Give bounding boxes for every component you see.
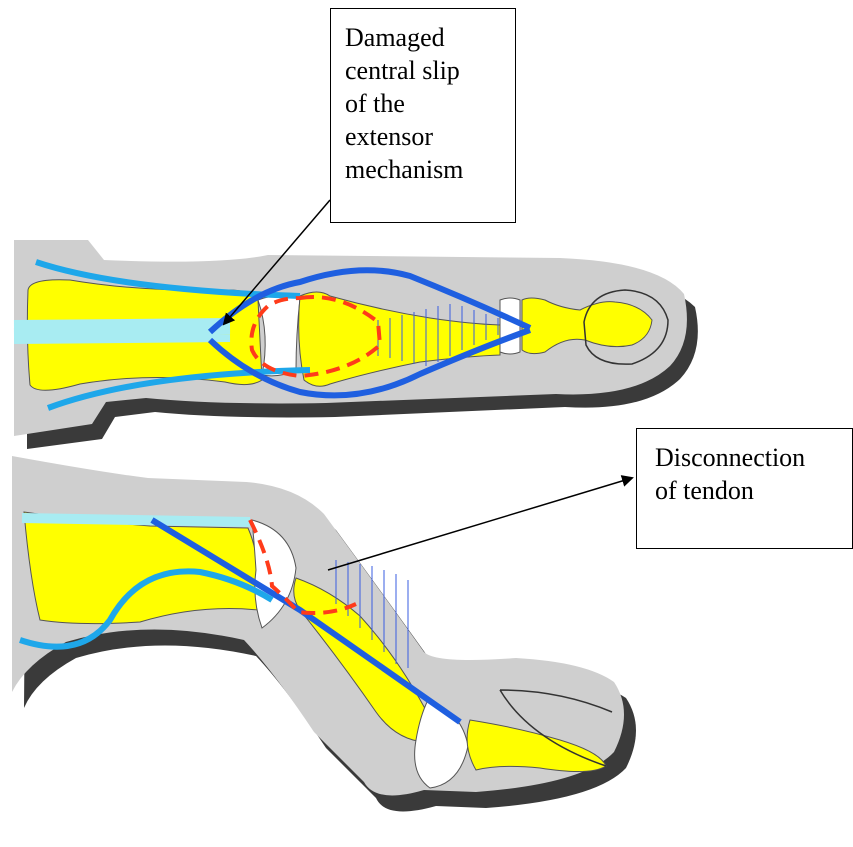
tendon-light-dorsal bbox=[14, 326, 230, 336]
label-line: Disconnection bbox=[655, 441, 852, 474]
label-damaged-central-slip: Damaged central slip of the extensor mec… bbox=[330, 8, 516, 223]
tendon-light-lateral bbox=[22, 518, 250, 522]
label-line: mechanism bbox=[345, 153, 515, 186]
finger-lateral-view bbox=[12, 456, 636, 811]
dip-joint-cartilage bbox=[500, 298, 520, 354]
label-disconnection-of-tendon: Disconnection of tendon bbox=[636, 428, 853, 549]
label-line: central slip bbox=[345, 54, 515, 87]
arrow-to-disconnection bbox=[328, 478, 632, 570]
proximal-phalanx-lateral bbox=[24, 512, 259, 624]
finger-dorsal-view bbox=[14, 240, 698, 449]
label-line: of tendon bbox=[655, 474, 852, 507]
label-line: extensor bbox=[345, 120, 515, 153]
label-line: of the bbox=[345, 87, 515, 120]
label-line: Damaged bbox=[345, 21, 515, 54]
